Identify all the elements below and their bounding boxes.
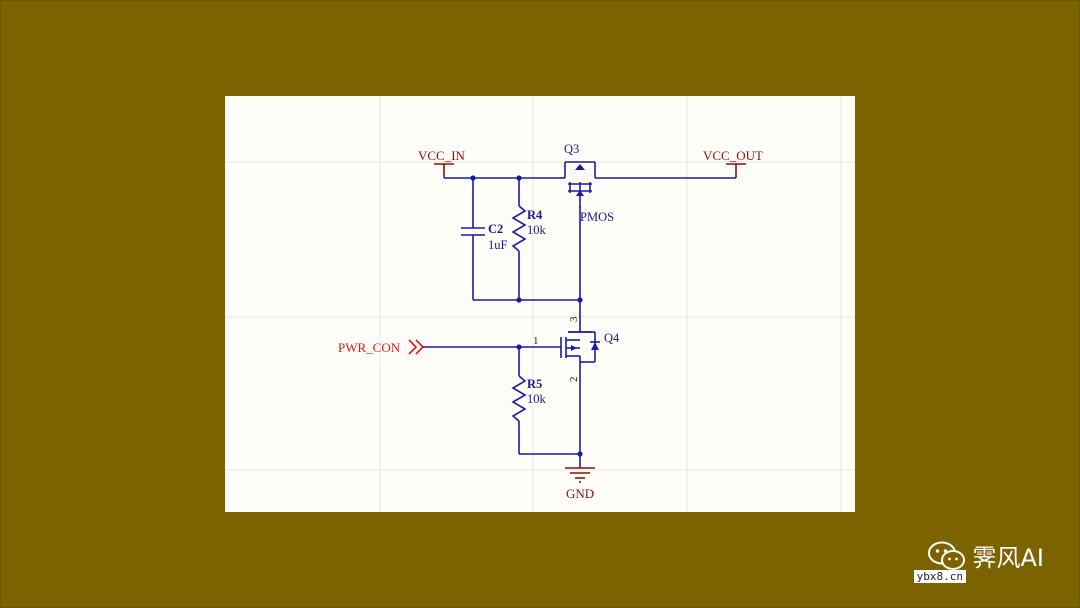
gnd-symbol [565,454,595,483]
watermark-url: ybx8.cn [913,570,966,583]
vcc-in-label: VCC_IN [418,148,466,163]
r4-resistor-symbol [511,178,527,300]
q3-pmos-symbol [559,161,625,208]
q3-value: PMOS [580,210,614,224]
top-rail-wires [444,175,736,181]
q4-nmos-symbol [560,300,600,454]
vcc-out-label: VCC_OUT [703,148,763,163]
q3-designator: Q3 [564,142,579,156]
pwr-con-label: PWR_CON [338,340,401,355]
wechat-icon [927,541,965,570]
r5-value: 10k [527,392,547,406]
q4-designator: Q4 [604,331,620,345]
r5-resistor-symbol [511,347,583,457]
q4-drain-pin: 3 [568,316,580,322]
schematic-diagram: VCC_IN VCC_OUT [225,96,855,512]
r5-designator: R5 [527,377,542,391]
sheet-grid [225,96,855,512]
q4-source-pin: 2 [568,377,580,383]
gate-net-wires [473,206,583,303]
vcc-out-port: VCC_OUT [703,148,763,178]
c2-value: 1uF [488,238,508,252]
q4-gate-pin: 1 [533,335,539,347]
schematic-sheet: VCC_IN VCC_OUT [225,96,855,512]
pwr-con-port: PWR_CON [338,339,561,355]
vcc-in-port: VCC_IN [418,148,466,178]
r4-value: 10k [527,223,547,237]
watermark: 霁风AI [927,538,1045,573]
watermark-name: 霁风AI [972,544,1045,572]
r4-designator: R4 [527,208,543,222]
c2-capacitor-symbol [461,178,485,300]
gnd-label: GND [566,486,594,501]
c2-designator: C2 [488,222,503,236]
